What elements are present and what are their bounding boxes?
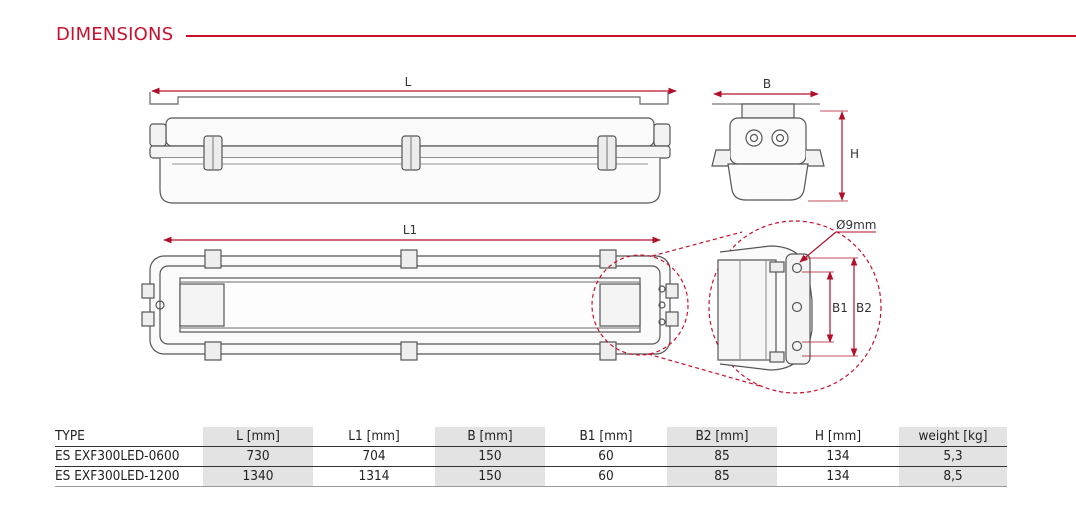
label-L1: L1 bbox=[403, 223, 417, 237]
detail-view bbox=[717, 245, 813, 371]
label-H: H bbox=[850, 147, 859, 161]
cell-h: 134 bbox=[777, 446, 899, 467]
cell-l: 730 bbox=[203, 446, 313, 467]
table-row: ES EXF300LED-0600 730 704 150 60 85 134 … bbox=[55, 446, 1007, 467]
header-h: H [mm] bbox=[777, 427, 899, 447]
header-type: TYPE bbox=[55, 427, 203, 447]
cell-weight: 5,3 bbox=[899, 446, 1007, 467]
cell-type: ES EXF300LED-1200 bbox=[55, 466, 203, 487]
side-view bbox=[149, 92, 671, 204]
label-B1: B1 bbox=[832, 301, 848, 315]
header-weight: weight [kg] bbox=[899, 427, 1007, 447]
label-L: L bbox=[405, 75, 412, 89]
spec-table: TYPE L [mm] L1 [mm] B [mm] B1 [mm] B2 [m… bbox=[55, 427, 1007, 487]
header-b: B [mm] bbox=[435, 427, 545, 447]
end-view bbox=[711, 103, 825, 201]
header-l: L [mm] bbox=[203, 427, 313, 447]
cell-b1: 60 bbox=[545, 446, 667, 467]
cell-l: 1340 bbox=[203, 466, 313, 487]
table-row: ES EXF300LED-1200 1340 1314 150 60 85 13… bbox=[55, 466, 1007, 487]
label-B: B bbox=[763, 77, 771, 91]
label-B2: B2 bbox=[856, 301, 872, 315]
cell-b1: 60 bbox=[545, 466, 667, 487]
title-rule bbox=[186, 35, 1076, 37]
cell-l1: 1314 bbox=[313, 466, 435, 487]
header-b1: B1 [mm] bbox=[545, 427, 667, 447]
header-l1: L1 [mm] bbox=[313, 427, 435, 447]
table-header-row: TYPE L [mm] L1 [mm] B [mm] B1 [mm] B2 [m… bbox=[55, 427, 1007, 447]
cell-b: 150 bbox=[435, 466, 545, 487]
technical-drawing: L B H bbox=[141, 75, 882, 394]
detail-callout bbox=[591, 220, 882, 394]
cell-b: 150 bbox=[435, 446, 545, 467]
cell-weight: 8,5 bbox=[899, 466, 1007, 487]
cell-type: ES EXF300LED-0600 bbox=[55, 446, 203, 467]
cell-b2: 85 bbox=[667, 446, 777, 467]
bottom-view bbox=[141, 249, 679, 361]
cell-h: 134 bbox=[777, 466, 899, 487]
section-title: DIMENSIONS bbox=[56, 24, 174, 45]
cell-b2: 85 bbox=[667, 466, 777, 487]
header-b2: B2 [mm] bbox=[667, 427, 777, 447]
cell-l1: 704 bbox=[313, 446, 435, 467]
label-hole-diameter: Ø9mm bbox=[836, 218, 876, 232]
